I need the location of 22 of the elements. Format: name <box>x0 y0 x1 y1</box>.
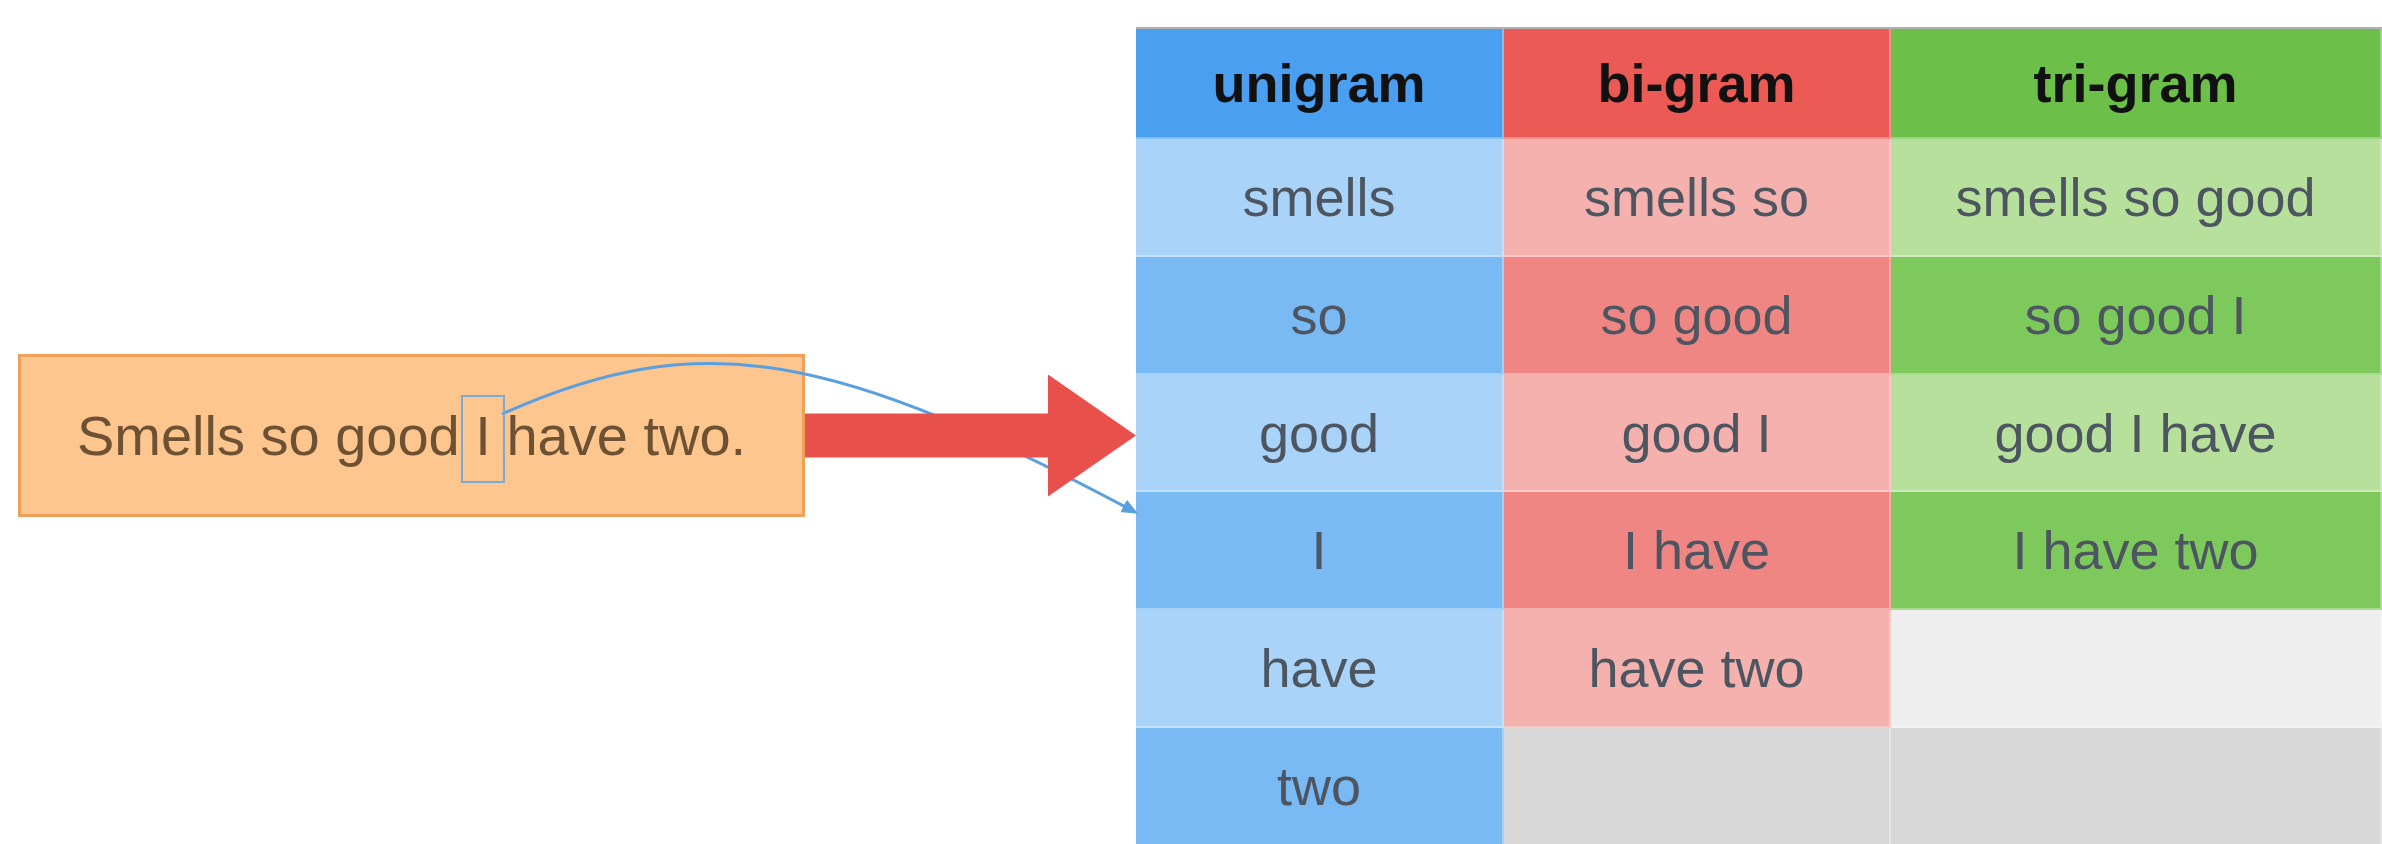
block-arrow <box>805 374 1136 497</box>
table-cell: have <box>1136 610 1504 729</box>
ngram-table <box>1136 27 2382 844</box>
table-cell: smells so <box>1504 139 1891 257</box>
table-cell: two <box>1136 728 1504 844</box>
highlight-box <box>461 395 505 483</box>
table-cell: have two <box>1504 610 1891 729</box>
table-cell: smells <box>1136 139 1504 257</box>
column-header: bi-gram <box>1504 29 1891 139</box>
table-cell: so good <box>1504 256 1891 375</box>
column-header: tri-gram <box>1891 29 2382 139</box>
sentence-box <box>18 354 805 517</box>
table-cell: good I have <box>1891 374 2382 493</box>
column-header: unigram <box>1136 29 1504 139</box>
table-cell: I <box>1136 492 1504 611</box>
table-cell: I have <box>1504 492 1891 611</box>
table-cell: I have two <box>1891 492 2382 611</box>
table-cell: smells so good <box>1891 139 2382 257</box>
table-cell: so good I <box>1891 256 2382 375</box>
table-cell: good <box>1136 374 1504 493</box>
table-cell: so <box>1136 256 1504 375</box>
table-cell: good I <box>1504 374 1891 493</box>
